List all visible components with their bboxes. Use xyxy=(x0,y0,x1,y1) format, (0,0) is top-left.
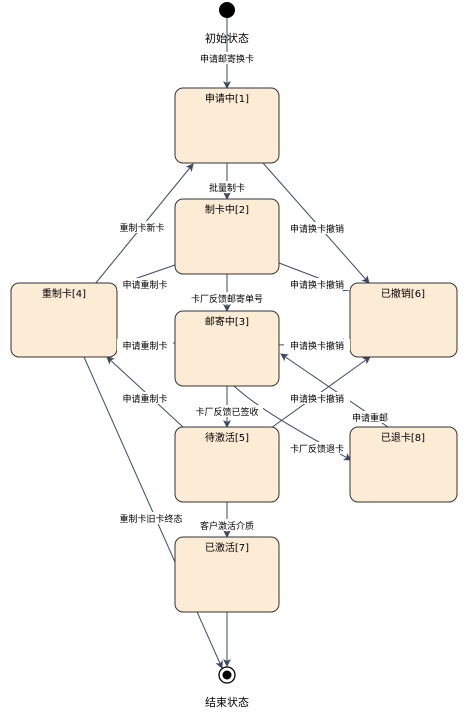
edge-label-mailing-to-cancelled: 申请换卡撤销 xyxy=(284,339,350,352)
svg-text:申请换卡撤销: 申请换卡撤销 xyxy=(290,279,344,291)
svg-text:重制卡旧卡终态: 重制卡旧卡终态 xyxy=(119,513,182,525)
state-applying[interactable]: 申请中[1] xyxy=(174,87,280,164)
state-remake-label: 重制卡[4] xyxy=(42,287,86,300)
edge-label-making-to-remake: 申请重制卡 xyxy=(117,278,173,291)
state-mailing[interactable]: 邮寄中[3] xyxy=(174,310,280,387)
svg-text:申请重制卡: 申请重制卡 xyxy=(122,393,167,405)
edge-label-pending-to-activated: 客户激活介质 xyxy=(196,519,258,532)
svg-text:卡厂反馈退卡: 卡厂反馈退卡 xyxy=(290,443,344,455)
edge-label-making-to-mailing: 卡厂反馈邮寄单号 xyxy=(188,292,266,305)
svg-text:申请换卡撤销: 申请换卡撤销 xyxy=(290,223,344,235)
state-pending-activation-label: 待激活[5] xyxy=(205,431,249,444)
end-node xyxy=(218,666,236,684)
state-cancelled-label: 已撤销[6] xyxy=(381,287,425,300)
edge-label-start-to-applying: 申请邮寄换卡 xyxy=(193,52,261,65)
end-label: 结束状态 xyxy=(205,695,249,709)
edge-label-applying-to-cancelled: 申请换卡撤销 xyxy=(284,222,350,235)
edge-label-remake-to-applying: 重制卡新卡 xyxy=(114,221,170,234)
svg-text:申请重邮: 申请重邮 xyxy=(352,412,388,424)
edge-label-making-to-cancelled: 申请换卡撤销 xyxy=(284,278,350,291)
state-cancelled[interactable]: 已撤销[6] xyxy=(349,282,458,358)
state-making-label: 制卡中[2] xyxy=(205,203,249,216)
svg-text:申请重制卡: 申请重制卡 xyxy=(122,340,167,352)
svg-text:卡厂反馈已签收: 卡厂反馈已签收 xyxy=(195,406,258,418)
start-node xyxy=(219,2,235,18)
edge-label-remake-to-end: 重制卡旧卡终态 xyxy=(116,512,186,525)
svg-text:申请换卡撤销: 申请换卡撤销 xyxy=(290,393,344,405)
edge-label-pending-to-remake: 申请重制卡 xyxy=(117,392,173,405)
state-pending-activation[interactable]: 待激活[5] xyxy=(174,426,280,503)
svg-text:申请邮寄换卡: 申请邮寄换卡 xyxy=(200,53,254,65)
state-making[interactable]: 制卡中[2] xyxy=(174,198,280,275)
svg-text:卡厂反馈邮寄单号: 卡厂反馈邮寄单号 xyxy=(191,293,263,305)
edge-label-mailing-to-pending: 卡厂反馈已签收 xyxy=(191,405,263,418)
svg-text:客户激活介质: 客户激活介质 xyxy=(200,520,254,532)
state-mailing-label: 邮寄中[3] xyxy=(205,315,249,328)
state-returned[interactable]: 已退卡[8] xyxy=(349,426,458,503)
state-activated-label: 已激活[7] xyxy=(205,541,249,554)
start-label: 初始状态 xyxy=(205,31,249,45)
edge-label-mailing-to-remake: 申请重制卡 xyxy=(117,339,173,352)
state-returned-label: 已退卡[8] xyxy=(381,431,425,444)
edge-label-applying-to-making: 批量制卡 xyxy=(205,181,249,194)
svg-text:重制卡新卡: 重制卡新卡 xyxy=(119,222,164,234)
state-activated[interactable]: 已激活[7] xyxy=(174,536,280,613)
edge-label-returned-to-mailing: 申请重邮 xyxy=(347,411,393,424)
svg-text:批量制卡: 批量制卡 xyxy=(209,182,245,194)
state-applying-label: 申请中[1] xyxy=(205,92,249,105)
svg-text:申请重制卡: 申请重制卡 xyxy=(122,279,167,291)
edge-label-pending-to-cancelled: 申请换卡撤销 xyxy=(284,392,350,405)
svg-text:申请换卡撤销: 申请换卡撤销 xyxy=(290,340,344,352)
state-remake[interactable]: 重制卡[4] xyxy=(10,282,118,358)
edge-label-mailing-to-returned: 卡厂反馈退卡 xyxy=(287,442,347,455)
